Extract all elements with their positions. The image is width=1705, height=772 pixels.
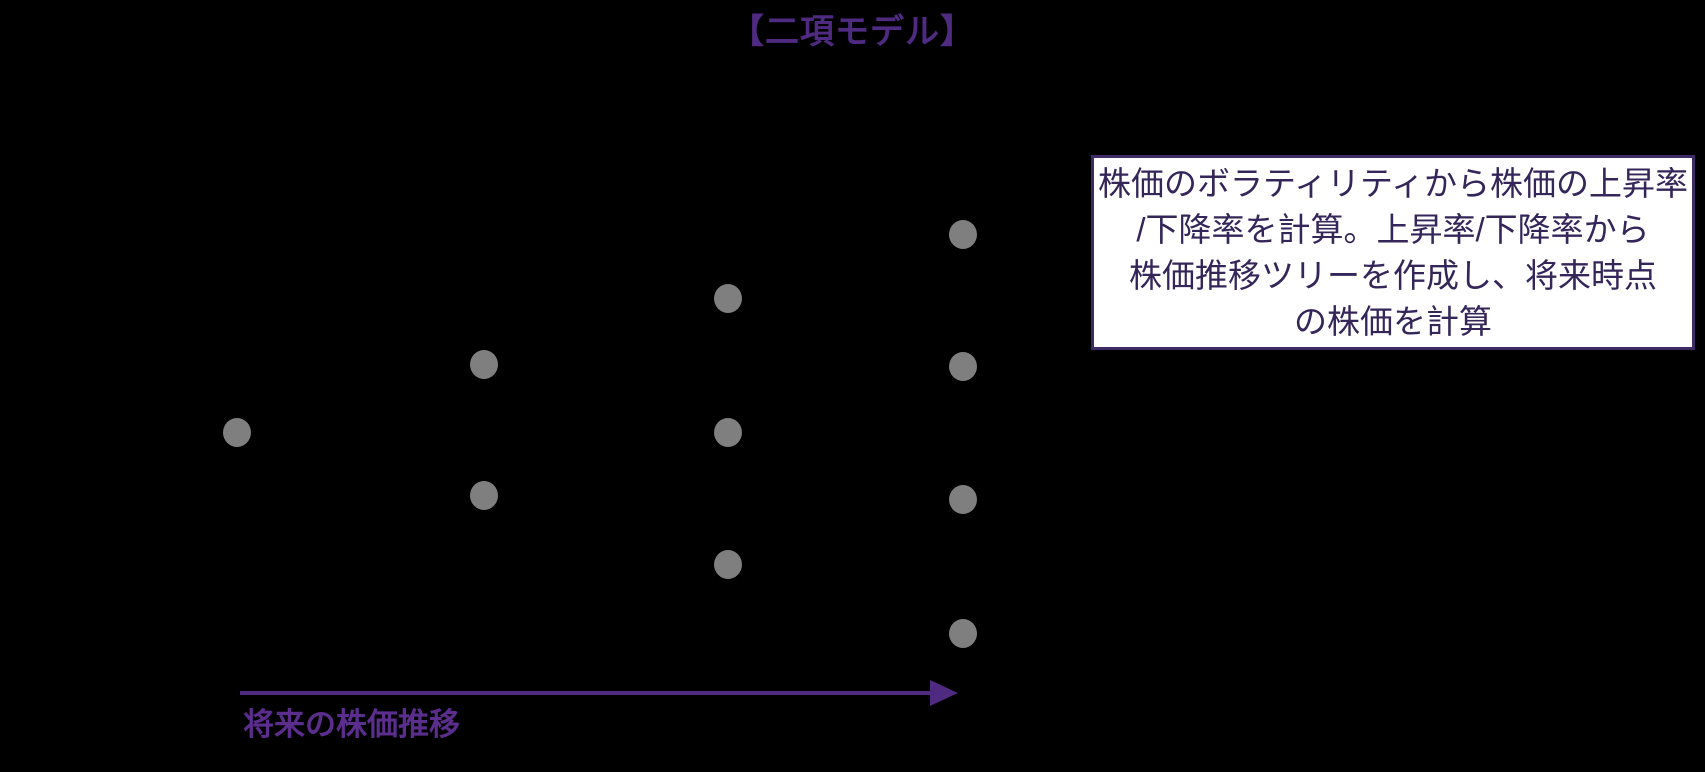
tree-node <box>470 480 498 510</box>
tree-node <box>949 484 977 514</box>
tree-node <box>714 283 742 313</box>
tree-node <box>949 351 977 381</box>
tree-node <box>949 618 977 648</box>
time-axis-label: 将来の株価推移 <box>243 707 460 742</box>
tree-node <box>223 417 251 447</box>
arrow-head-icon <box>930 680 958 706</box>
annotation-line: の株価を計算 <box>1293 302 1492 340</box>
annotation-text: 株価のボラティリティから株価の上昇率/下降率を計算。上昇率/下降率から株価推移ツ… <box>1098 161 1688 345</box>
tree-node <box>714 417 742 447</box>
time-axis-arrow-line <box>240 691 930 695</box>
diagram-title: 【二項モデル】 <box>730 13 975 51</box>
tree-node <box>470 349 498 379</box>
annotation-line: 株価のボラティリティから株価の上昇率 <box>1097 164 1689 202</box>
tree-node <box>714 549 742 579</box>
annotation-line: /下降率を計算。上昇率/下降率から <box>1136 210 1650 248</box>
tree-node <box>949 219 977 249</box>
annotation-line: 株価推移ツリーを作成し、将来時点 <box>1128 256 1657 294</box>
annotation-box: 株価のボラティリティから株価の上昇率/下降率を計算。上昇率/下降率から株価推移ツ… <box>1091 155 1695 350</box>
